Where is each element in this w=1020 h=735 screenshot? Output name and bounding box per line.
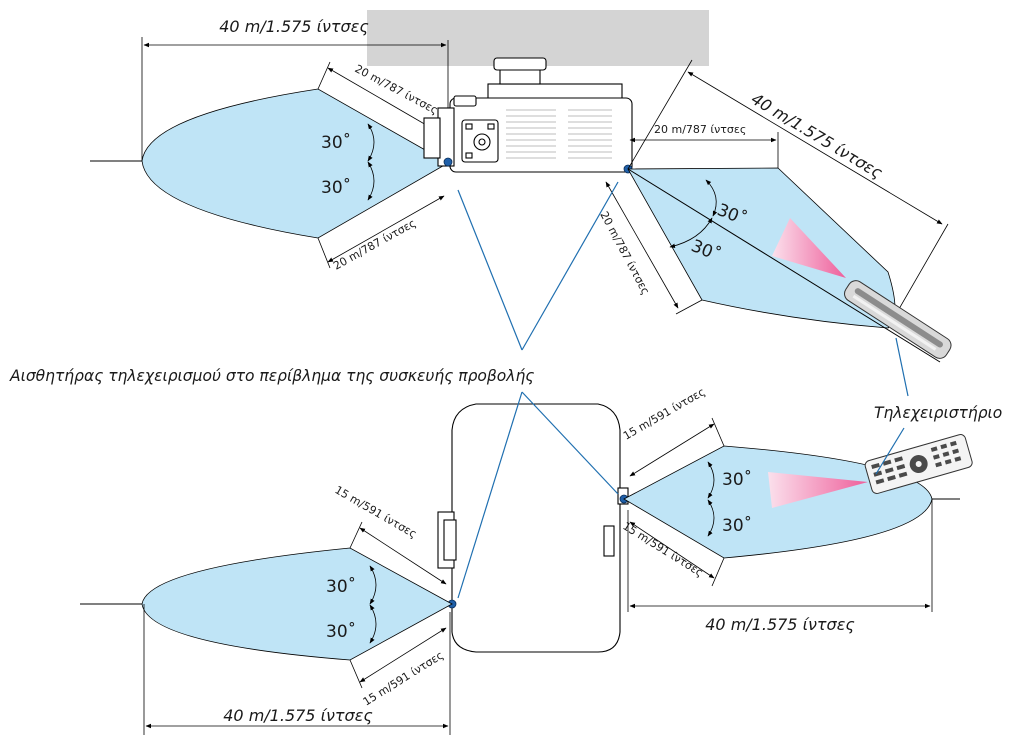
dim-40-top: 40 m/1.575 ίντσες bbox=[219, 17, 368, 36]
sensor-caption: Αισθητήρας τηλεχειρισμού στο περίβλημα τ… bbox=[9, 367, 534, 385]
angle-label: 30˚ bbox=[326, 621, 356, 642]
remote-caption: Τηλεχειριστήριο bbox=[874, 404, 1002, 422]
angle-label: 30˚ bbox=[321, 177, 351, 198]
pointer-line bbox=[521, 391, 619, 495]
angle-label: 30˚ bbox=[321, 132, 351, 153]
projector-front-view bbox=[437, 403, 629, 653]
angle-label: 30˚ bbox=[326, 576, 356, 597]
dim-20-lower-left: 20 m/787 ίντσες bbox=[331, 217, 418, 273]
top-right-beam: 40 m/1.575 ίντσες 20 m/787 ίντσες 20 m/7… bbox=[597, 59, 952, 363]
dim-15-right-upper: 15 m/591 ίντσες bbox=[621, 385, 707, 442]
dim-20-right-diagonal: 20 m/787 ίντσες bbox=[597, 209, 652, 297]
sensor-dot bbox=[443, 157, 453, 167]
angle-label: 30˚ bbox=[722, 469, 752, 490]
bottom-view: 40 m/1.575 ίντσες 15 m/591 ίντσες 15 m/5… bbox=[80, 385, 973, 735]
pointer-line bbox=[875, 427, 905, 475]
remote-control-icon bbox=[864, 434, 973, 494]
bottom-left-beam: 40 m/1.575 ίντσες 15 m/591 ίντσες 15 m/5… bbox=[80, 483, 453, 735]
ceiling-block bbox=[367, 10, 709, 66]
dim-20-right-horizontal: 20 m/787 ίντσες bbox=[654, 123, 746, 136]
control-panel bbox=[461, 119, 499, 163]
top-view: 40 m/1.575 ίντσες 20 m/787 ίντσες 20 m/7… bbox=[9, 10, 1002, 422]
ir-signal bbox=[772, 218, 846, 278]
dim-40-bottom: 40 m/1.575 ίντσες bbox=[223, 706, 372, 725]
ir-signal bbox=[768, 472, 868, 508]
angle-label: 30˚ bbox=[722, 515, 752, 536]
pointer-line bbox=[457, 391, 523, 599]
pointer-line bbox=[895, 337, 909, 397]
dim-15-left-upper: 15 m/591 ίντσες bbox=[333, 483, 419, 540]
projector-side-view bbox=[423, 57, 633, 174]
beam-cone bbox=[141, 547, 453, 661]
bottom-right-beam: 15 m/591 ίντσες 15 m/591 ίντσες 40 m/1.5… bbox=[620, 385, 973, 634]
pointer-line bbox=[457, 189, 523, 351]
dim-40-right-bottom: 40 m/1.575 ίντσες bbox=[705, 615, 854, 634]
remote-control-icon bbox=[844, 280, 952, 359]
dim-15-left-lower: 15 m/591 ίντσες bbox=[361, 649, 446, 709]
pointer-line bbox=[521, 181, 619, 351]
